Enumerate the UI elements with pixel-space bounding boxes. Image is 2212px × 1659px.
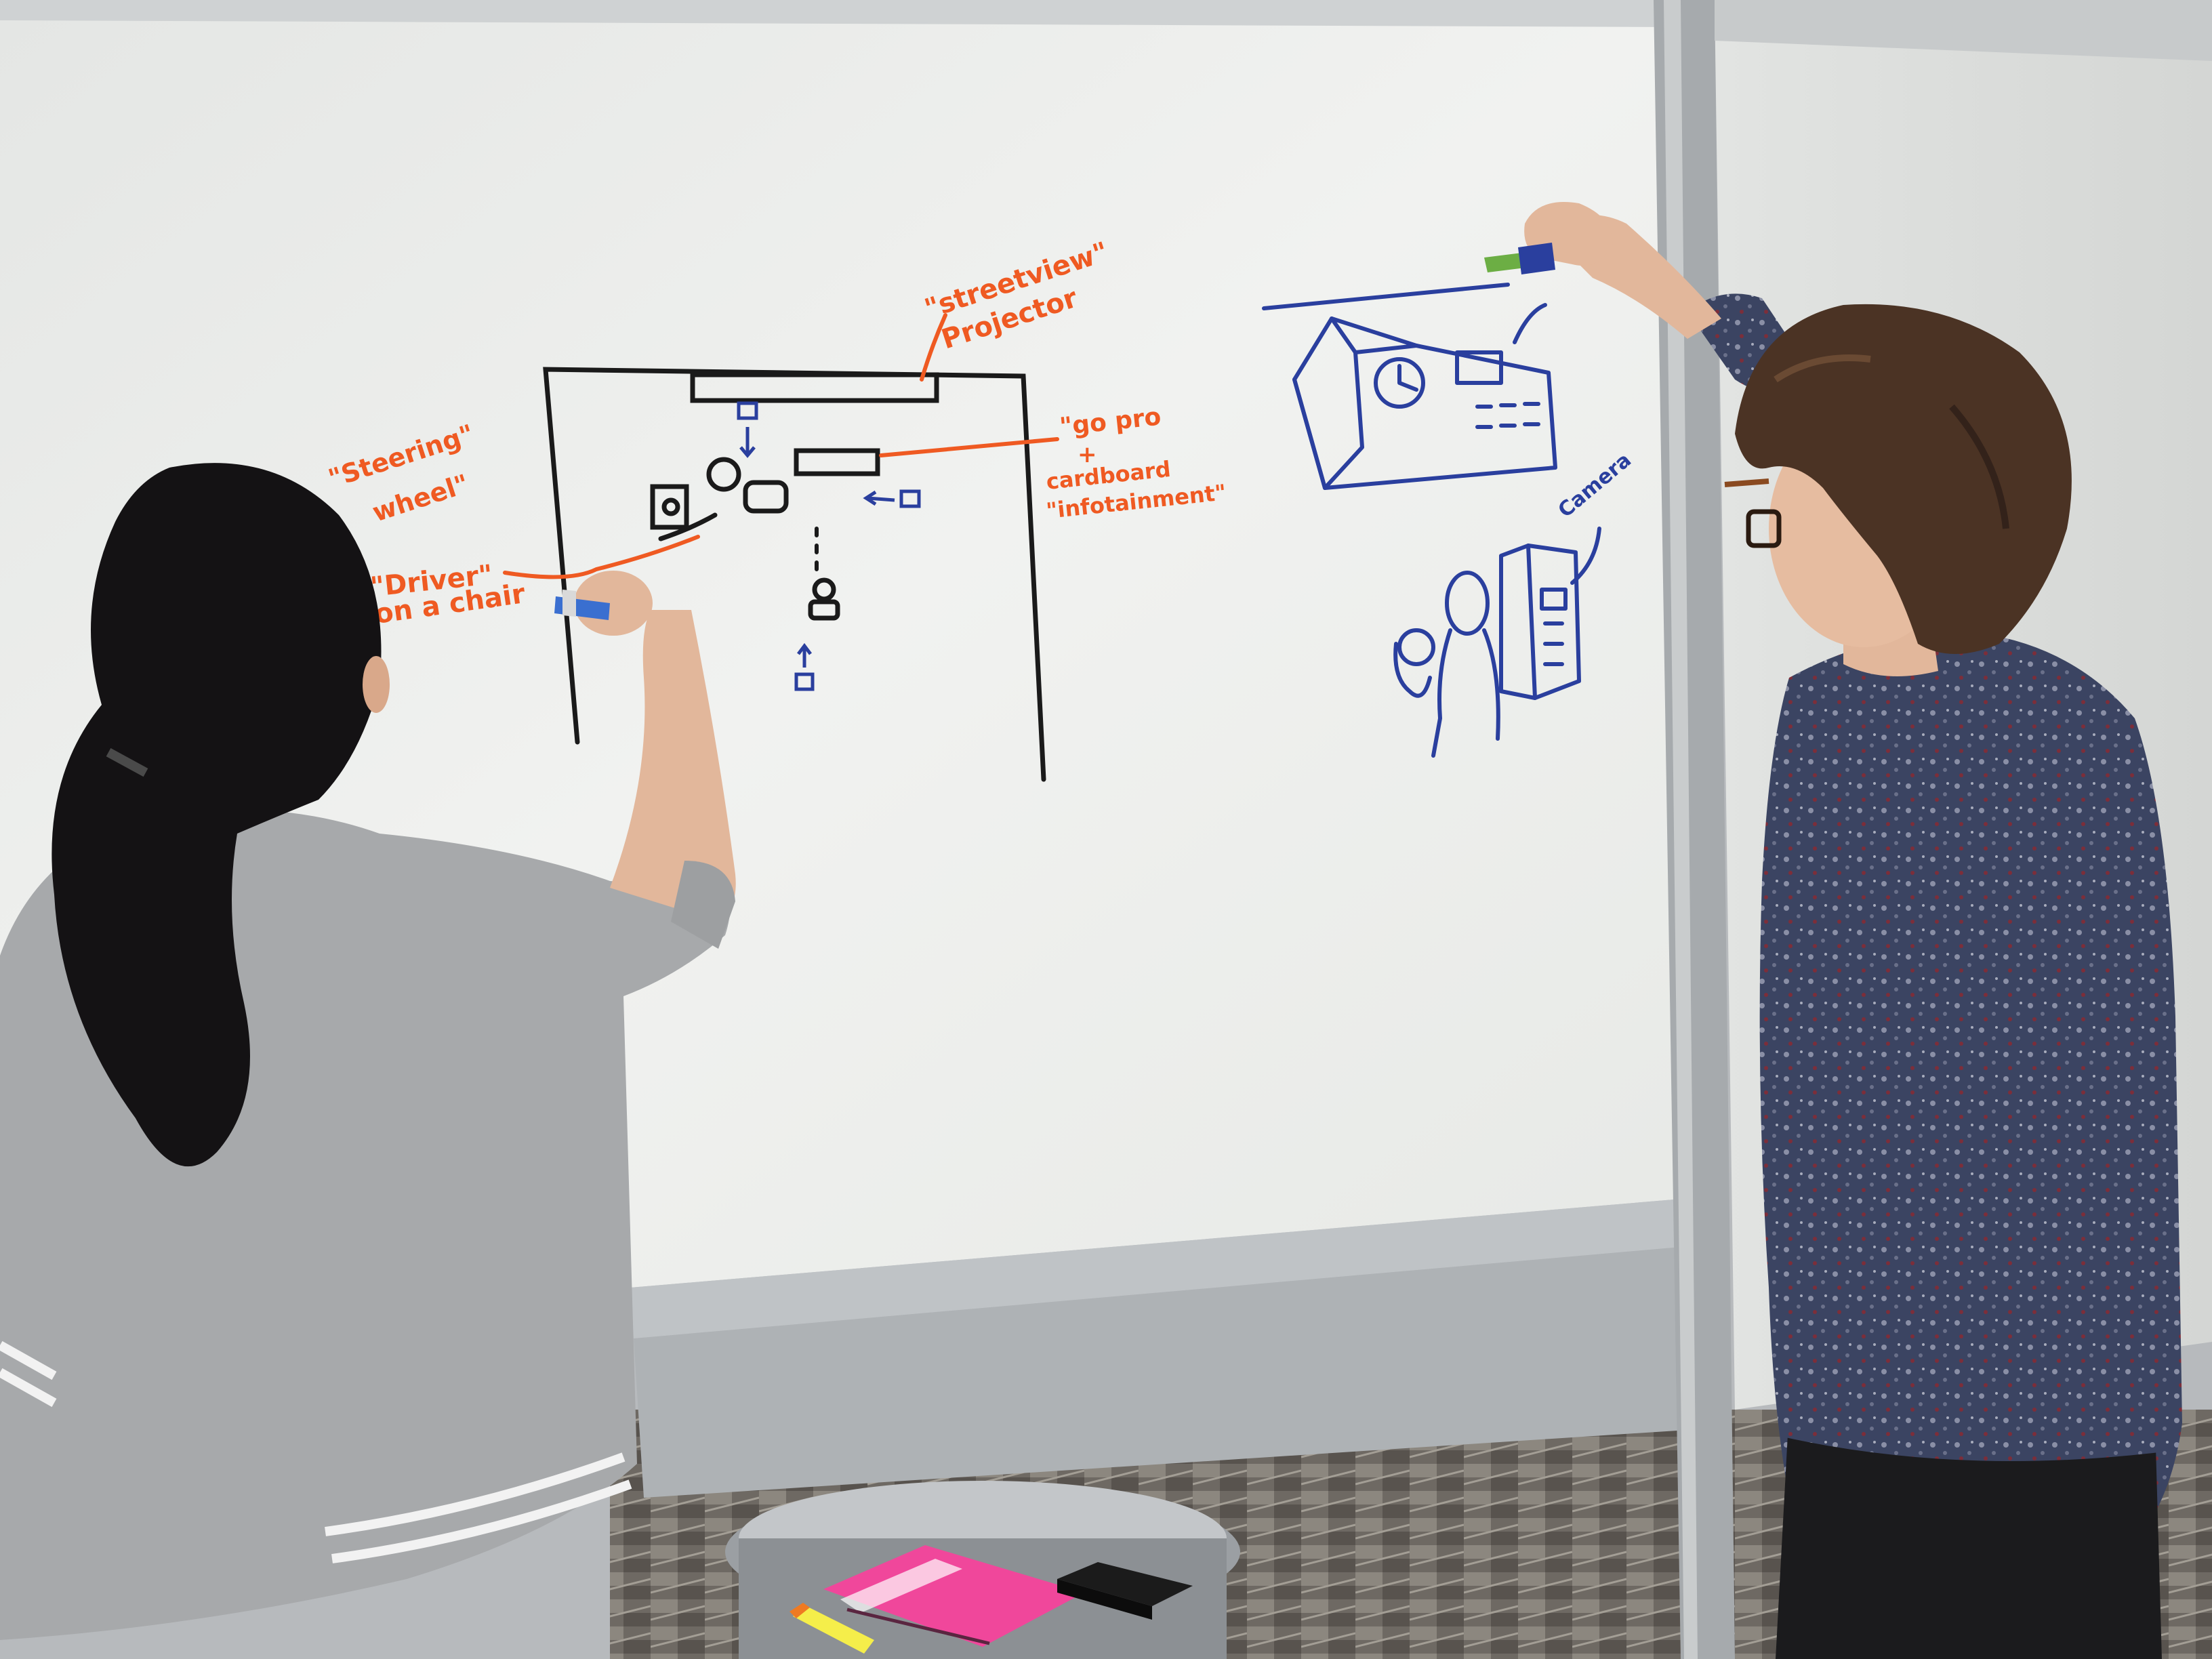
woman-hand [574,571,653,636]
driver-seat [743,480,789,514]
person-man [1484,202,2182,1659]
orange-leader-lines [503,313,1059,579]
diagram-blue-marks [737,401,921,691]
blue-sketches [1262,283,1601,758]
glasses [1746,509,1782,548]
clock-dial [1374,357,1425,409]
label-plus: + [1078,441,1097,468]
steering-wheel-symbol [706,457,741,492]
pencil-case-icon [823,1545,1084,1647]
person-woman [0,463,736,1640]
dashboard-box-sketch [1292,303,1557,490]
marker-tray [630,1200,1681,1338]
person-head [812,577,836,602]
marker-icon [790,1603,874,1654]
blue-marker [1484,243,1555,274]
orange-marker [554,590,610,620]
chair-symbol [650,484,689,530]
eraser-icon [1057,1562,1193,1620]
board-lower-panel [634,1247,1687,1498]
projector-screen [690,372,939,403]
hair-tie [106,747,148,777]
person-camera-sketch [1393,527,1601,758]
room-diagram [543,367,1046,782]
cardboard-bar [794,448,880,476]
person-body [808,599,840,621]
shelf-line [1262,283,1510,310]
